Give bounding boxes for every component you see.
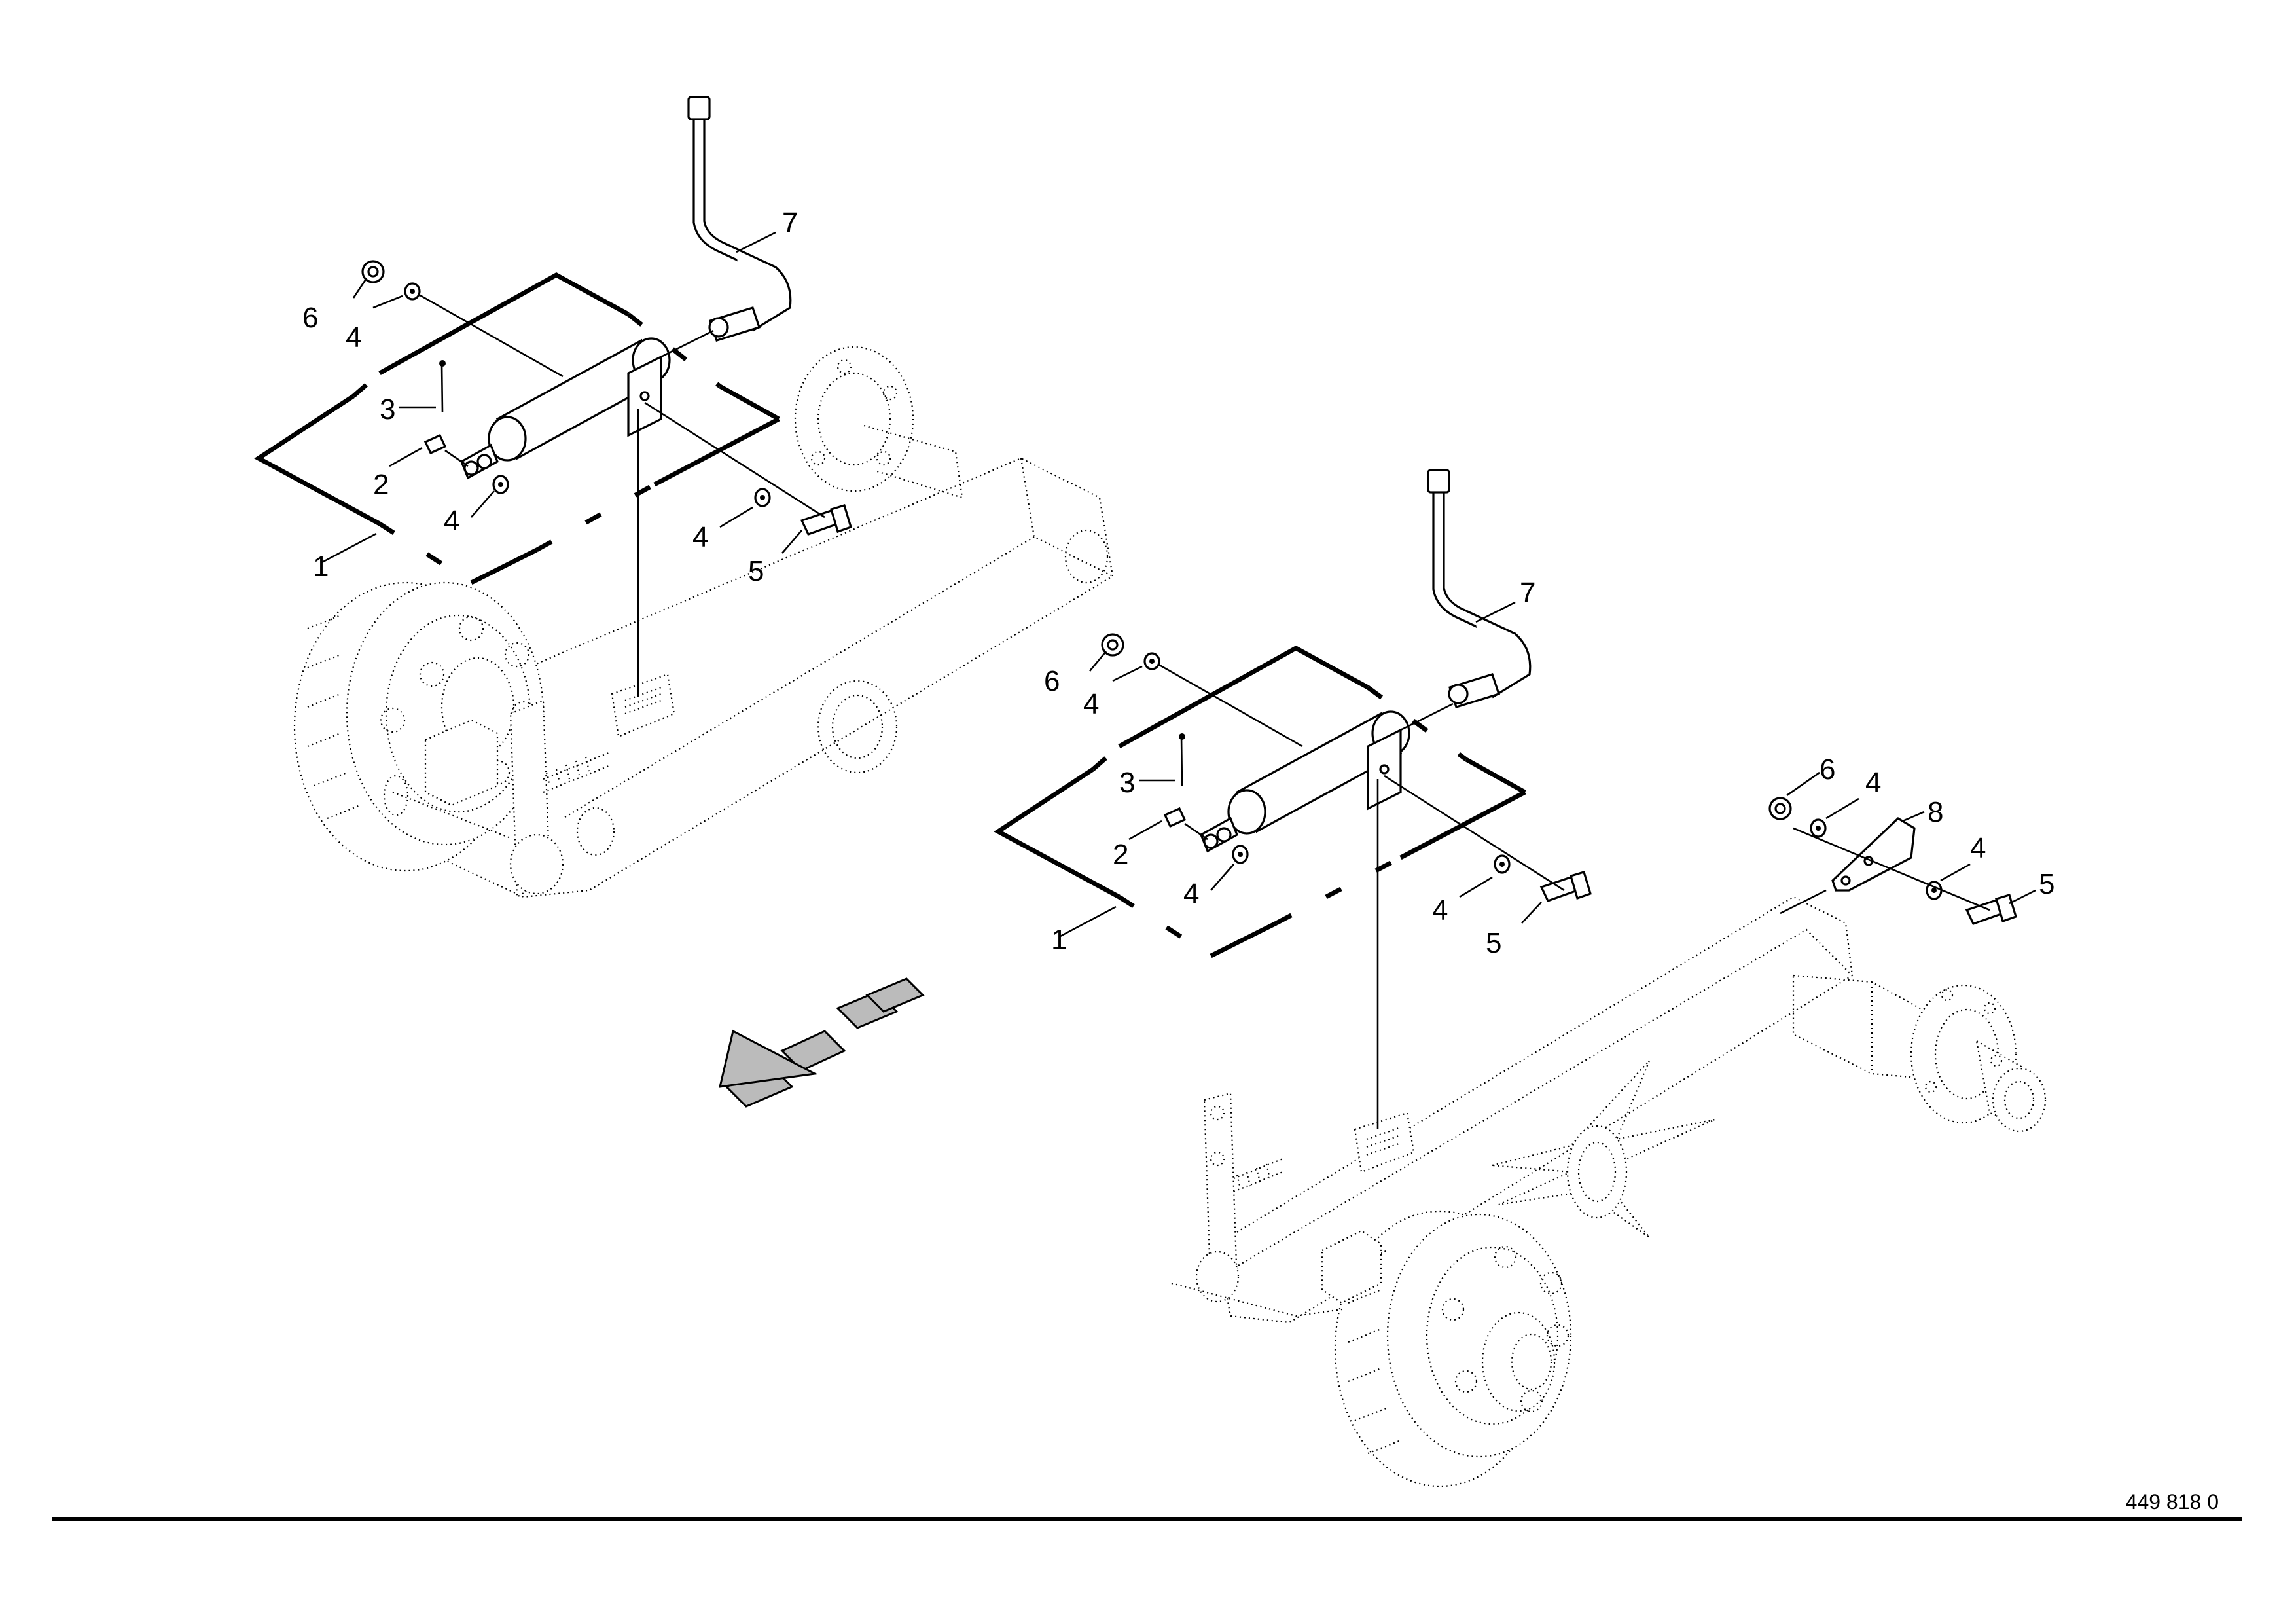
right-small-parts: [1101, 633, 2017, 925]
callout-2: 2: [1113, 839, 1128, 871]
callout-6: 6: [1044, 665, 1060, 697]
right-frame-bracket: [994, 646, 1526, 958]
callout-3: 3: [1119, 767, 1135, 799]
left-small-parts: [361, 260, 852, 536]
callout-2: 2: [373, 469, 389, 501]
callout-4: 4: [1183, 878, 1199, 910]
right-callouts: 1 2 3 4 4 4 5 6 7 6 4 8 4 5: [1044, 577, 2054, 959]
left-rear-hub: [794, 346, 963, 499]
right-support-plate-8: [1780, 817, 1916, 915]
callout-4: 4: [1432, 894, 1448, 926]
callout-5: 5: [748, 555, 764, 587]
left-leader-lines: [320, 231, 825, 697]
callout-4: 4: [1865, 767, 1881, 799]
travel-direction-arrow: [719, 977, 925, 1108]
left-pin-2: [423, 433, 447, 455]
right-brake-lever: [1171, 1092, 1382, 1317]
callout-5: 5: [1486, 927, 1501, 959]
callout-7: 7: [782, 207, 798, 239]
right-axle-beam: [1216, 896, 1948, 1324]
left-brake-drum: [293, 581, 609, 898]
left-assembly: 1 2 3 4 4 4 5 6 7: [254, 96, 1114, 898]
callout-7: 7: [1520, 577, 1535, 609]
right-beam-bracket: [1354, 1112, 1415, 1173]
callout-3: 3: [380, 393, 395, 426]
left-brake-cylinder: [459, 337, 671, 480]
callout-4: 4: [1970, 832, 1986, 864]
right-leader-lines: [1060, 601, 2036, 1129]
callout-6: 6: [1820, 754, 1835, 786]
callout-5: 5: [2039, 868, 2054, 900]
right-brake-cylinder: [1199, 710, 1410, 853]
callout-6: 6: [302, 302, 318, 334]
right-rear-hub: [1910, 984, 2047, 1133]
left-beam-bracket: [611, 673, 675, 738]
callout-1: 1: [313, 551, 329, 583]
callout-8: 8: [1928, 796, 1943, 828]
right-assembly: 1 2 3 4 4 4 5 6 7 6 4 8 4 5: [994, 469, 2054, 1487]
right-brake-pipe: [1427, 469, 1532, 708]
callout-4: 4: [1083, 688, 1099, 720]
callout-4: 4: [444, 505, 459, 537]
callout-4: 4: [346, 321, 361, 354]
left-brake-pipe: [687, 96, 792, 342]
left-callouts: 1 2 3 4 4 4 5 6 7: [302, 207, 798, 587]
drawing-number: 449 818 0: [2126, 1490, 2219, 1514]
left-axle-beam: [418, 457, 1114, 898]
callout-4: 4: [692, 521, 708, 553]
right-suspension: [1492, 1060, 1715, 1238]
right-brake-drum: [1334, 1210, 1572, 1487]
callout-1: 1: [1051, 924, 1067, 956]
left-frame-bracket: [254, 272, 780, 585]
